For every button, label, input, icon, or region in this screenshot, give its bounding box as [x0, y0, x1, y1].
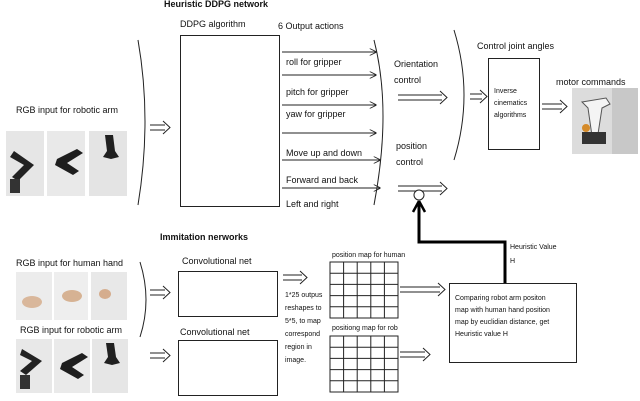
heuristic-value-label-1: Heuristic Value — [510, 244, 557, 251]
reshape-text-4: correspond — [285, 331, 321, 338]
conv-net-2-label: Convolutional net — [180, 327, 250, 337]
conv-net-2-box — [178, 340, 278, 396]
comparison-box — [449, 283, 577, 363]
ddpg-algorithm-box — [180, 35, 280, 207]
ik-label-1: Inverse — [494, 88, 517, 95]
control-joint-angles-label: Control joint angles — [477, 41, 555, 51]
imitation-networks-title: Immitation nerworks — [160, 232, 249, 242]
position-map-robot-label: positiong map for rob — [332, 325, 398, 332]
motor-commands-label: motor commands — [556, 77, 626, 87]
robot-arm-imitation-photo-3 — [92, 339, 128, 393]
robot-arm-imitation-photo-2 — [54, 339, 90, 393]
position-map-human-label: position map for human — [332, 252, 406, 259]
orientation-control-label-1: Orientation — [394, 59, 439, 69]
six-output-actions-label: 6 Output actions — [278, 21, 344, 31]
heuristic-value-label-2: H — [510, 258, 516, 265]
reshape-text-5: region in — [285, 344, 312, 351]
human-hand-photo-1 — [16, 272, 52, 320]
ik-label-3: algorithms — [494, 112, 527, 119]
rgb-input-human-label: RGB input for human hand — [16, 258, 124, 268]
rgb-input-robot-label: RGB input for robotic arm — [16, 105, 119, 115]
ddpg-algorithm-label: DDPG algorithm — [180, 19, 246, 29]
reshape-text-1: 1*25 outpus — [285, 292, 323, 299]
reshape-text-3: 5*5, to map — [285, 318, 321, 325]
comparison-text-4: Heuristic value H — [455, 331, 508, 338]
robot-motor-photo — [572, 88, 638, 154]
action-forward-back: Forward and back — [286, 175, 359, 185]
action-yaw: yaw for gripper — [286, 109, 346, 119]
robot-arm-photo-1 — [6, 131, 44, 196]
inverse-kinematics-box — [488, 58, 540, 150]
robot-arm-photo-2 — [47, 131, 85, 196]
heuristic-ddpg-title: Heuristic DDPG network — [164, 0, 269, 9]
rgb-input-robot-imitation-label: RGB input for robotic arm — [20, 325, 123, 335]
action-move-up-down: Move up and down — [286, 148, 363, 158]
action-left-right: Left and right — [286, 199, 339, 209]
orientation-control-label-2: control — [394, 75, 422, 85]
comparison-text-1: Comparing robot arm positon — [455, 295, 546, 302]
comparison-text-2: map with human hand position — [455, 307, 550, 314]
reshape-text-2: reshapes to — [285, 305, 322, 312]
human-hand-photo-3 — [91, 272, 127, 320]
position-control-label-1: position — [396, 141, 428, 151]
robot-arm-photo-3 — [89, 131, 127, 196]
comparison-text-3: map by euclidian distance, get — [455, 319, 550, 326]
human-hand-photo-2 — [54, 272, 88, 320]
conv-net-1-box — [178, 271, 278, 317]
reshape-text-6: image. — [285, 357, 307, 364]
robot-arm-imitation-photo-1 — [16, 339, 52, 393]
conv-net-1-label: Convolutional net — [182, 256, 252, 266]
ik-label-2: cinematics — [494, 100, 528, 107]
action-roll: roll for gripper — [286, 57, 342, 67]
action-pitch: pitch for gripper — [286, 87, 349, 97]
position-control-label-2: control — [396, 157, 424, 167]
